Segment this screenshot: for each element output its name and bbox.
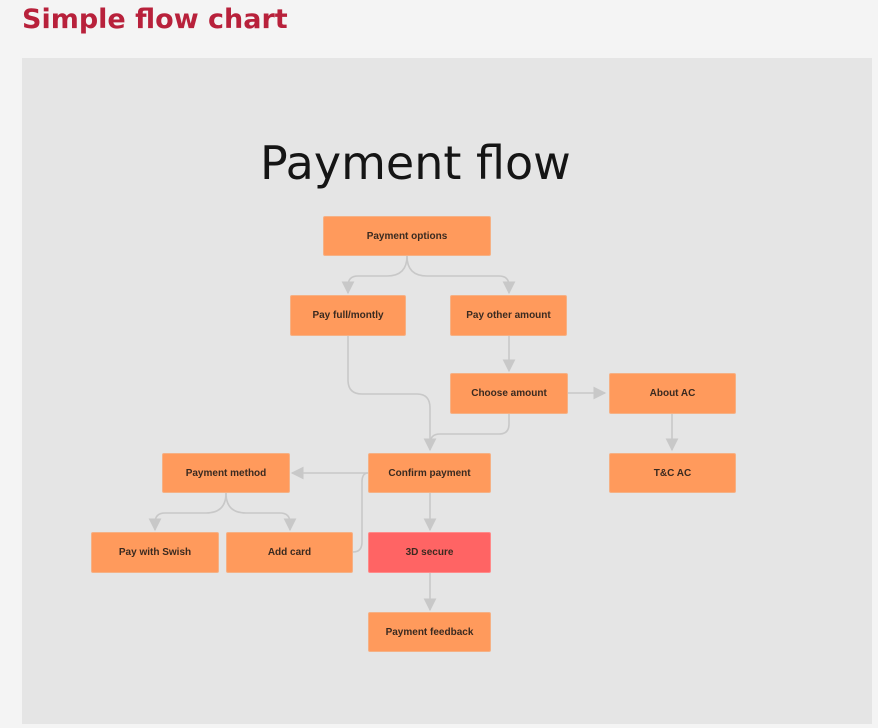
diagram-title: Payment flow [260, 136, 571, 190]
connector-lines [148, 255, 679, 612]
node-add-card: Add card [226, 532, 353, 573]
connector-full-to-confirm [347, 336, 437, 452]
node-confirm-payment: Confirm payment [368, 453, 491, 493]
node-payment-method: Payment method [162, 453, 290, 493]
node-choose-amount: Choose amount [450, 373, 568, 414]
node-pay-full-monthly: Pay full/montly [290, 295, 406, 336]
diagram-board: Payment flow Payment options Pay full/mo… [22, 58, 872, 724]
node-3d-secure: 3D secure [368, 532, 491, 573]
page-heading: Simple flow chart [22, 4, 288, 35]
connector-options-to-other [406, 255, 516, 295]
node-about-ac: About AC [609, 373, 736, 414]
connector-method-to-swish [148, 492, 227, 532]
node-payment-feedback: Payment feedback [368, 612, 491, 652]
node-pay-other-amount: Pay other amount [450, 295, 567, 336]
node-tc-ac: T&C AC [609, 453, 736, 493]
connector-addcard-to-confirm [352, 472, 369, 553]
node-payment-options: Payment options [323, 216, 491, 256]
connector-choose-to-confirm [429, 414, 510, 445]
connector-method-to-addcard [225, 492, 297, 532]
connector-options-to-full [341, 255, 408, 295]
node-pay-with-swish: Pay with Swish [91, 532, 219, 573]
